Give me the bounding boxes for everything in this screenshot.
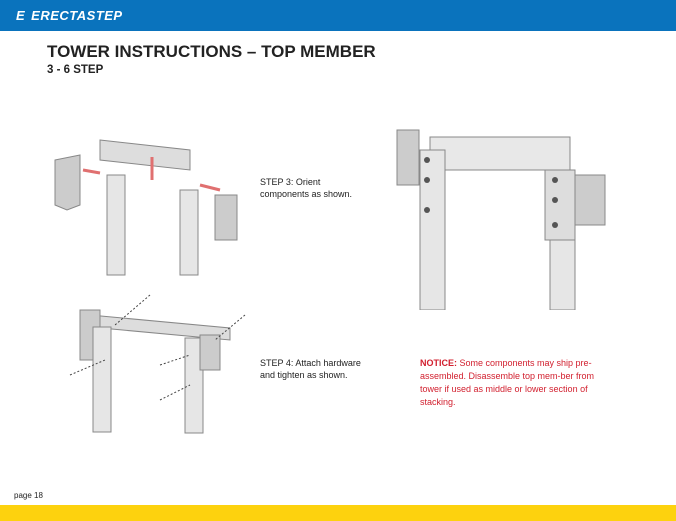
notice-text: NOTICE: Some components may ship pre-ass… bbox=[420, 357, 600, 409]
logo-text: ERECTASTEP bbox=[31, 8, 123, 23]
step3-illustration bbox=[54, 139, 238, 276]
logo-mark-icon: E bbox=[16, 8, 26, 23]
page-number: page 18 bbox=[14, 491, 43, 500]
notice-body: Some components may ship pre-assembled. … bbox=[420, 358, 595, 407]
page-title: TOWER INSTRUCTIONS – TOP MEMBER bbox=[47, 42, 376, 61]
step4-illustration bbox=[69, 294, 246, 434]
footer-bar bbox=[0, 505, 676, 521]
header-bar: E ERECTASTEP bbox=[0, 0, 676, 31]
notice-label: NOTICE: bbox=[420, 358, 457, 368]
page-subtitle: 3 - 6 STEP bbox=[47, 64, 104, 76]
assembled-top-member-illustration bbox=[396, 129, 606, 310]
brand-logo: E ERECTASTEP bbox=[16, 8, 123, 23]
